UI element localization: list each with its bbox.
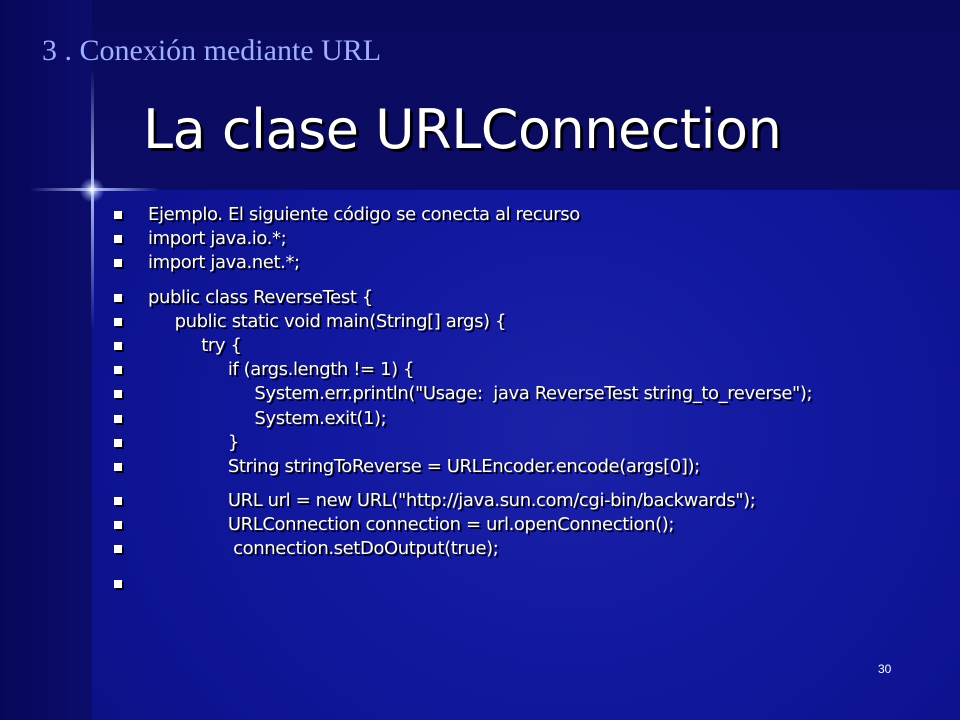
list-item: System.err.println("Usage: java ReverseT… <box>112 382 932 406</box>
list-item-text: Ejemplo. El siguiente código se conecta … <box>148 204 580 225</box>
square-bullet-icon <box>114 521 122 530</box>
bullet-list: Ejemplo. El siguiente código se conecta … <box>112 203 932 596</box>
list-item-text: System.exit(1); <box>148 407 387 429</box>
square-bullet-icon <box>114 317 122 326</box>
list-item-text: public class ReverseTest { <box>148 286 373 308</box>
title-band <box>0 0 960 190</box>
left-band <box>0 0 92 720</box>
list-item: import java.net.*; <box>112 251 932 275</box>
list-item: public class ReverseTest { <box>112 286 932 310</box>
list-item: Ejemplo. El siguiente código se conecta … <box>112 203 932 227</box>
square-bullet-icon <box>114 341 122 350</box>
square-bullet-icon <box>114 545 122 554</box>
sparkle-icon <box>80 178 104 202</box>
list-item-text: import java.io.*; <box>148 228 287 250</box>
list-item: URLConnection connection = url.openConne… <box>112 513 932 537</box>
square-bullet-icon <box>114 414 122 423</box>
list-item: connection.setDoOutput(true); <box>112 537 932 561</box>
page-number: 30 <box>878 662 892 676</box>
square-bullet-icon <box>114 462 122 471</box>
square-bullet-icon <box>114 579 122 588</box>
slide-title: La clase URLConnection <box>143 98 782 161</box>
list-item: String stringToReverse = URLEncoder.enco… <box>112 455 932 479</box>
square-bullet-icon <box>114 497 122 506</box>
list-item-text: System.err.println("Usage: java ReverseT… <box>148 383 813 405</box>
square-bullet-icon <box>114 438 122 447</box>
square-bullet-icon <box>114 366 122 375</box>
section-subtitle: 3 . Conexión mediante URL <box>42 34 382 67</box>
list-item: public static void main(String[] args) { <box>112 310 932 334</box>
list-item: } <box>112 431 932 455</box>
list-item: URL url = new URL("http://java.sun.com/c… <box>112 489 932 513</box>
square-bullet-icon <box>114 293 122 302</box>
list-item: System.exit(1); <box>112 407 932 431</box>
list-item-text: URL url = new URL("http://java.sun.com/c… <box>148 490 756 512</box>
list-item: import java.io.*; <box>112 227 932 251</box>
list-item: try { <box>112 334 932 358</box>
list-item-text: try { <box>148 334 242 356</box>
list-item-text: public static void main(String[] args) { <box>148 310 507 332</box>
square-bullet-icon <box>114 259 122 268</box>
list-item-text: connection.setDoOutput(true); <box>148 538 499 560</box>
square-bullet-icon <box>114 390 122 399</box>
list-item-text: URLConnection connection = url.openConne… <box>148 514 675 536</box>
square-bullet-icon <box>114 235 122 244</box>
list-item-text: if (args.length != 1) { <box>148 359 415 381</box>
list-item-text: } <box>148 431 239 453</box>
list-item <box>112 572 932 596</box>
square-bullet-icon <box>114 211 122 219</box>
list-item-text: String stringToReverse = URLEncoder.enco… <box>148 455 700 477</box>
list-item: if (args.length != 1) { <box>112 358 932 382</box>
list-item-text: import java.net.*; <box>148 252 300 274</box>
